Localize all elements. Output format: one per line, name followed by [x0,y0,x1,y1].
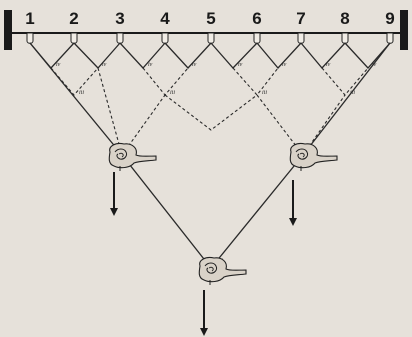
mark-iv: iv [192,62,197,68]
mark-iv: iv [372,62,377,68]
pin-number-8: 8 [340,9,349,28]
mark-iv: iv [238,62,243,68]
mark-iv: iv [282,62,287,68]
right-wall-clamp-icon [400,10,408,50]
pin-number-2: 2 [69,9,78,28]
pin-number-4: 4 [160,9,170,28]
pin-knot-icon [117,33,123,43]
pin-knot-icon [254,33,260,43]
left-wall-clamp-icon [4,10,12,50]
mark-iii: iii [170,90,175,96]
mark-iii: iii [262,90,267,96]
pin-knot-icon [27,33,33,43]
mark-iii: iii [79,90,84,96]
pin-knot-icon [71,33,77,43]
pin-knot-icon [298,33,304,43]
pin-number-7: 7 [296,9,305,28]
pin-knot-icon [208,33,214,43]
pin-number-6: 6 [252,9,261,28]
mark-iv: iv [148,62,153,68]
pin-knot-icon [342,33,348,43]
pin-number-5: 5 [206,9,215,28]
mark-iv: iv [56,62,61,68]
pin-number-3: 3 [115,9,124,28]
pin-knot-icon [387,33,393,43]
pin-number-9: 9 [385,9,394,28]
mark-iii: iii [350,90,355,96]
pin-number-1: 1 [25,9,34,28]
pin-knot-icon [162,33,168,43]
mark-iv: iv [326,62,331,68]
mark-iv: iv [102,62,107,68]
